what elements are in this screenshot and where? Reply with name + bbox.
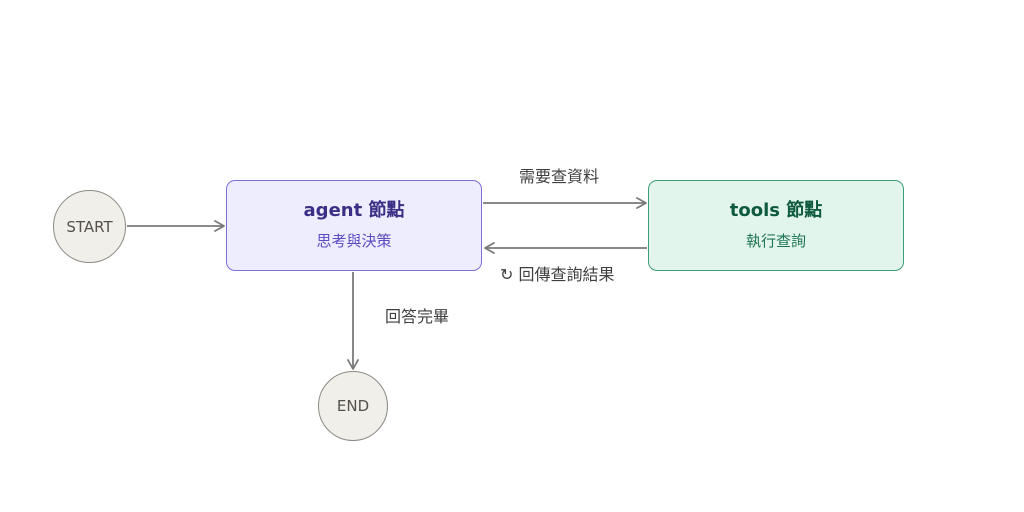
edge-label-answer-done: 回答完畢 [385,307,450,326]
start-node: START [53,190,126,263]
tools-node-subtitle: 執行查詢 [745,232,806,250]
end-node: END [318,371,388,441]
start-label: START [66,217,113,236]
end-label: END [336,397,370,415]
agent-node-title: agent 節點 [303,200,405,221]
edge-label-return-results: ↻ 回傳查詢結果 [500,265,615,284]
edge-label-need-data: 需要查資料 [519,167,600,186]
tools-node: tools 節點 執行查詢 [648,180,904,271]
agent-node-subtitle: 思考與決策 [316,232,392,250]
tools-node-title: tools 節點 [729,200,823,221]
agent-node: agent 節點 思考與決策 [226,180,482,271]
